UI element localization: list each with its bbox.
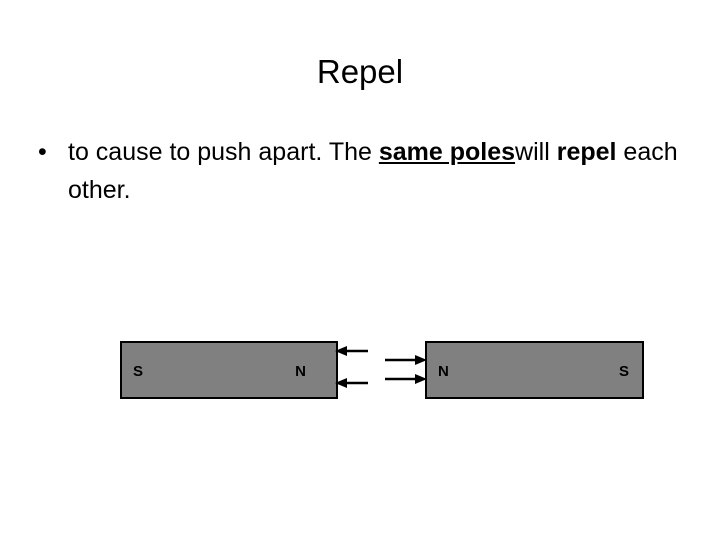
magnet-left: S N [120,341,338,399]
body-line2-emphasis: repel [556,138,617,166]
list-item-text: to cause to push apart. The same poleswi… [68,133,684,209]
body-line1-emphasis: same poles [378,138,516,166]
page-title: Repel [316,53,404,90]
body-content: • to cause to push apart. The same poles… [36,133,684,209]
body-line2-text: will [515,138,557,166]
magnet-right-south-pole-label: S [618,363,629,380]
arrow-left-lower [335,378,368,388]
magnet-right-north-pole-label: N [438,363,449,380]
list-item: • to cause to push apart. The same poles… [36,133,684,209]
bullet-marker: • [38,138,47,166]
magnet-right: N S [425,341,644,399]
arrow-right-lower [385,374,427,384]
arrow-right-upper [385,355,427,365]
arrow-left-upper [335,346,368,356]
body-line2-tail: each other. [68,138,678,204]
magnet-left-north-pole-label: N [295,363,306,380]
body-line1-text: to cause to push apart. The [68,138,379,166]
magnet-left-south-pole-label: S [133,363,144,380]
